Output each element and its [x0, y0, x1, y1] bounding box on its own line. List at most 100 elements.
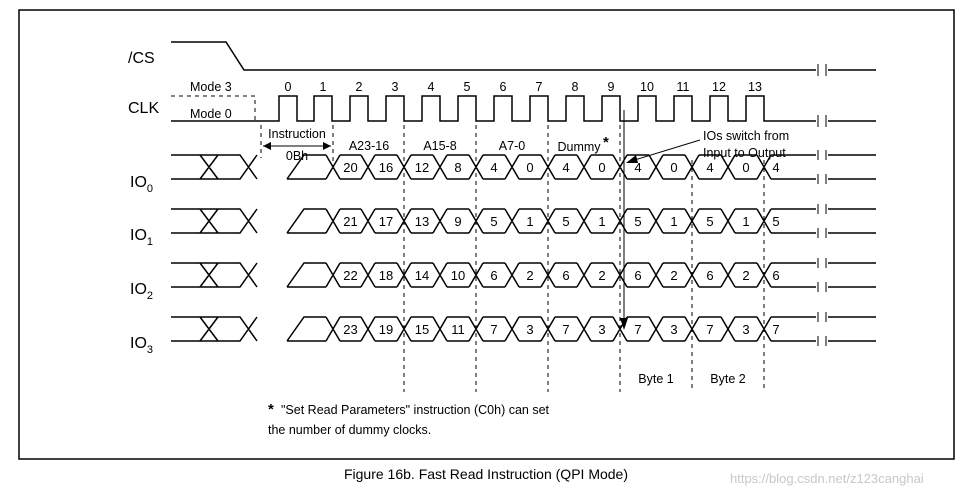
io-waveform-1 [171, 208, 876, 234]
dummy-label: Dummy [557, 140, 601, 154]
figure-caption: Figure 16b. Fast Read Instruction (QPI M… [344, 466, 628, 482]
io-data-value: 18 [379, 268, 393, 283]
io-break-mark [817, 150, 827, 184]
io-data-value: 9 [454, 214, 461, 229]
io-data-value: 0 [742, 160, 749, 175]
io-data-value: 21 [343, 214, 357, 229]
io-data-value: 5 [562, 214, 569, 229]
clock-number: 13 [748, 80, 762, 94]
cs-waveform [171, 41, 876, 71]
clk-waveform [171, 95, 876, 122]
clock-number: 5 [464, 80, 471, 94]
io-data-value: 2 [670, 268, 677, 283]
io-switch-pointer [627, 139, 701, 163]
io-data-value: 6 [490, 268, 497, 283]
mode3-label: Mode 3 [190, 80, 232, 94]
io-break-mark [817, 204, 827, 238]
io-data-value: 23 [343, 322, 357, 337]
byte1-label: Byte 1 [638, 372, 673, 386]
io-data-value: 12 [415, 160, 429, 175]
io-waveform-0 [171, 154, 876, 180]
byte2-label: Byte 2 [710, 372, 745, 386]
io-data-value: 20 [343, 160, 357, 175]
instruction-arrow-left [263, 142, 271, 150]
io-break-mark [817, 312, 827, 346]
io-data-value: 1 [598, 214, 605, 229]
io-data-value: 0 [670, 160, 677, 175]
io-data-value: 7 [772, 322, 779, 337]
io-switch-pointer-head [626, 155, 638, 163]
instruction-arrow-right [323, 142, 331, 150]
io-data-value: 6 [634, 268, 641, 283]
footnote-line1: "Set Read Parameters" instruction (C0h) … [281, 403, 550, 417]
clk-mode3-dashed [171, 95, 256, 121]
clock-number: 4 [428, 80, 435, 94]
io-data-value: 4 [634, 160, 641, 175]
io-data-value: 2 [598, 268, 605, 283]
io-data-value: 10 [451, 268, 465, 283]
footnote-line2: the number of dummy clocks. [268, 423, 431, 437]
io-data-value: 3 [742, 322, 749, 337]
io-data-value: 6 [772, 268, 779, 283]
io-data-value: 1 [526, 214, 533, 229]
io-data-value: 4 [562, 160, 569, 175]
io-data-value: 3 [526, 322, 533, 337]
cs-break-mark [817, 64, 827, 76]
clock-number: 11 [677, 80, 690, 94]
io3-label: IO3 [130, 335, 153, 356]
io-data-value: 0 [598, 160, 605, 175]
clock-number: 7 [536, 80, 543, 94]
io-data-value: 1 [742, 214, 749, 229]
dummy-marker: * [603, 134, 609, 151]
io-data-value: 4 [772, 160, 779, 175]
io0-label: IO0 [130, 174, 153, 195]
clock-number: 2 [356, 80, 363, 94]
io-data-value: 6 [562, 268, 569, 283]
io-data-value: 7 [634, 322, 641, 337]
io-data-value: 0 [526, 160, 533, 175]
clock-number: 8 [572, 80, 579, 94]
io1-label: IO1 [130, 227, 153, 248]
io-data-value: 6 [706, 268, 713, 283]
io-data-value: 13 [415, 214, 429, 229]
watermark: https://blog.csdn.net/z123canghai [730, 471, 924, 486]
io-data-value: 7 [706, 322, 713, 337]
io-data-value: 8 [454, 160, 461, 175]
io-data-value: 2 [742, 268, 749, 283]
instruction-code: 0Bh [286, 149, 308, 163]
io-data-value: 11 [451, 322, 465, 337]
io-data-value: 14 [415, 268, 429, 283]
io-data-value: 1 [670, 214, 677, 229]
clock-number: 12 [712, 80, 726, 94]
address-low-label: A7-0 [499, 139, 525, 153]
clk-label: CLK [128, 100, 159, 117]
io-switch-note-line1: IOs switch from [703, 129, 789, 143]
clock-number: 1 [320, 80, 327, 94]
io2-label: IO2 [130, 281, 153, 302]
io-data-value: 15 [415, 322, 429, 337]
io-data-value: 2 [526, 268, 533, 283]
output-start-arrow-head [620, 318, 628, 330]
io-data-value: 5 [706, 214, 713, 229]
figure-frame [18, 9, 955, 460]
io-data-value: 4 [706, 160, 713, 175]
io-data-value: 22 [343, 268, 357, 283]
clock-number: 10 [640, 80, 654, 94]
clock-number: 6 [500, 80, 507, 94]
io-waveform-2 [171, 262, 876, 288]
mode0-label: Mode 0 [190, 107, 232, 121]
io-data-value: 7 [490, 322, 497, 337]
clk-break-mark [817, 115, 827, 127]
io-waveform-3 [171, 316, 876, 342]
io-data-value: 3 [598, 322, 605, 337]
cs-label: /CS [128, 50, 155, 67]
io-switch-note-line2: Input to Output [703, 146, 786, 160]
footnote-marker: * [268, 401, 274, 418]
io-data-value: 7 [562, 322, 569, 337]
clock-number: 3 [392, 80, 399, 94]
io-data-value: 16 [379, 160, 393, 175]
instruction-label: Instruction [268, 127, 326, 141]
io-break-mark [817, 258, 827, 292]
